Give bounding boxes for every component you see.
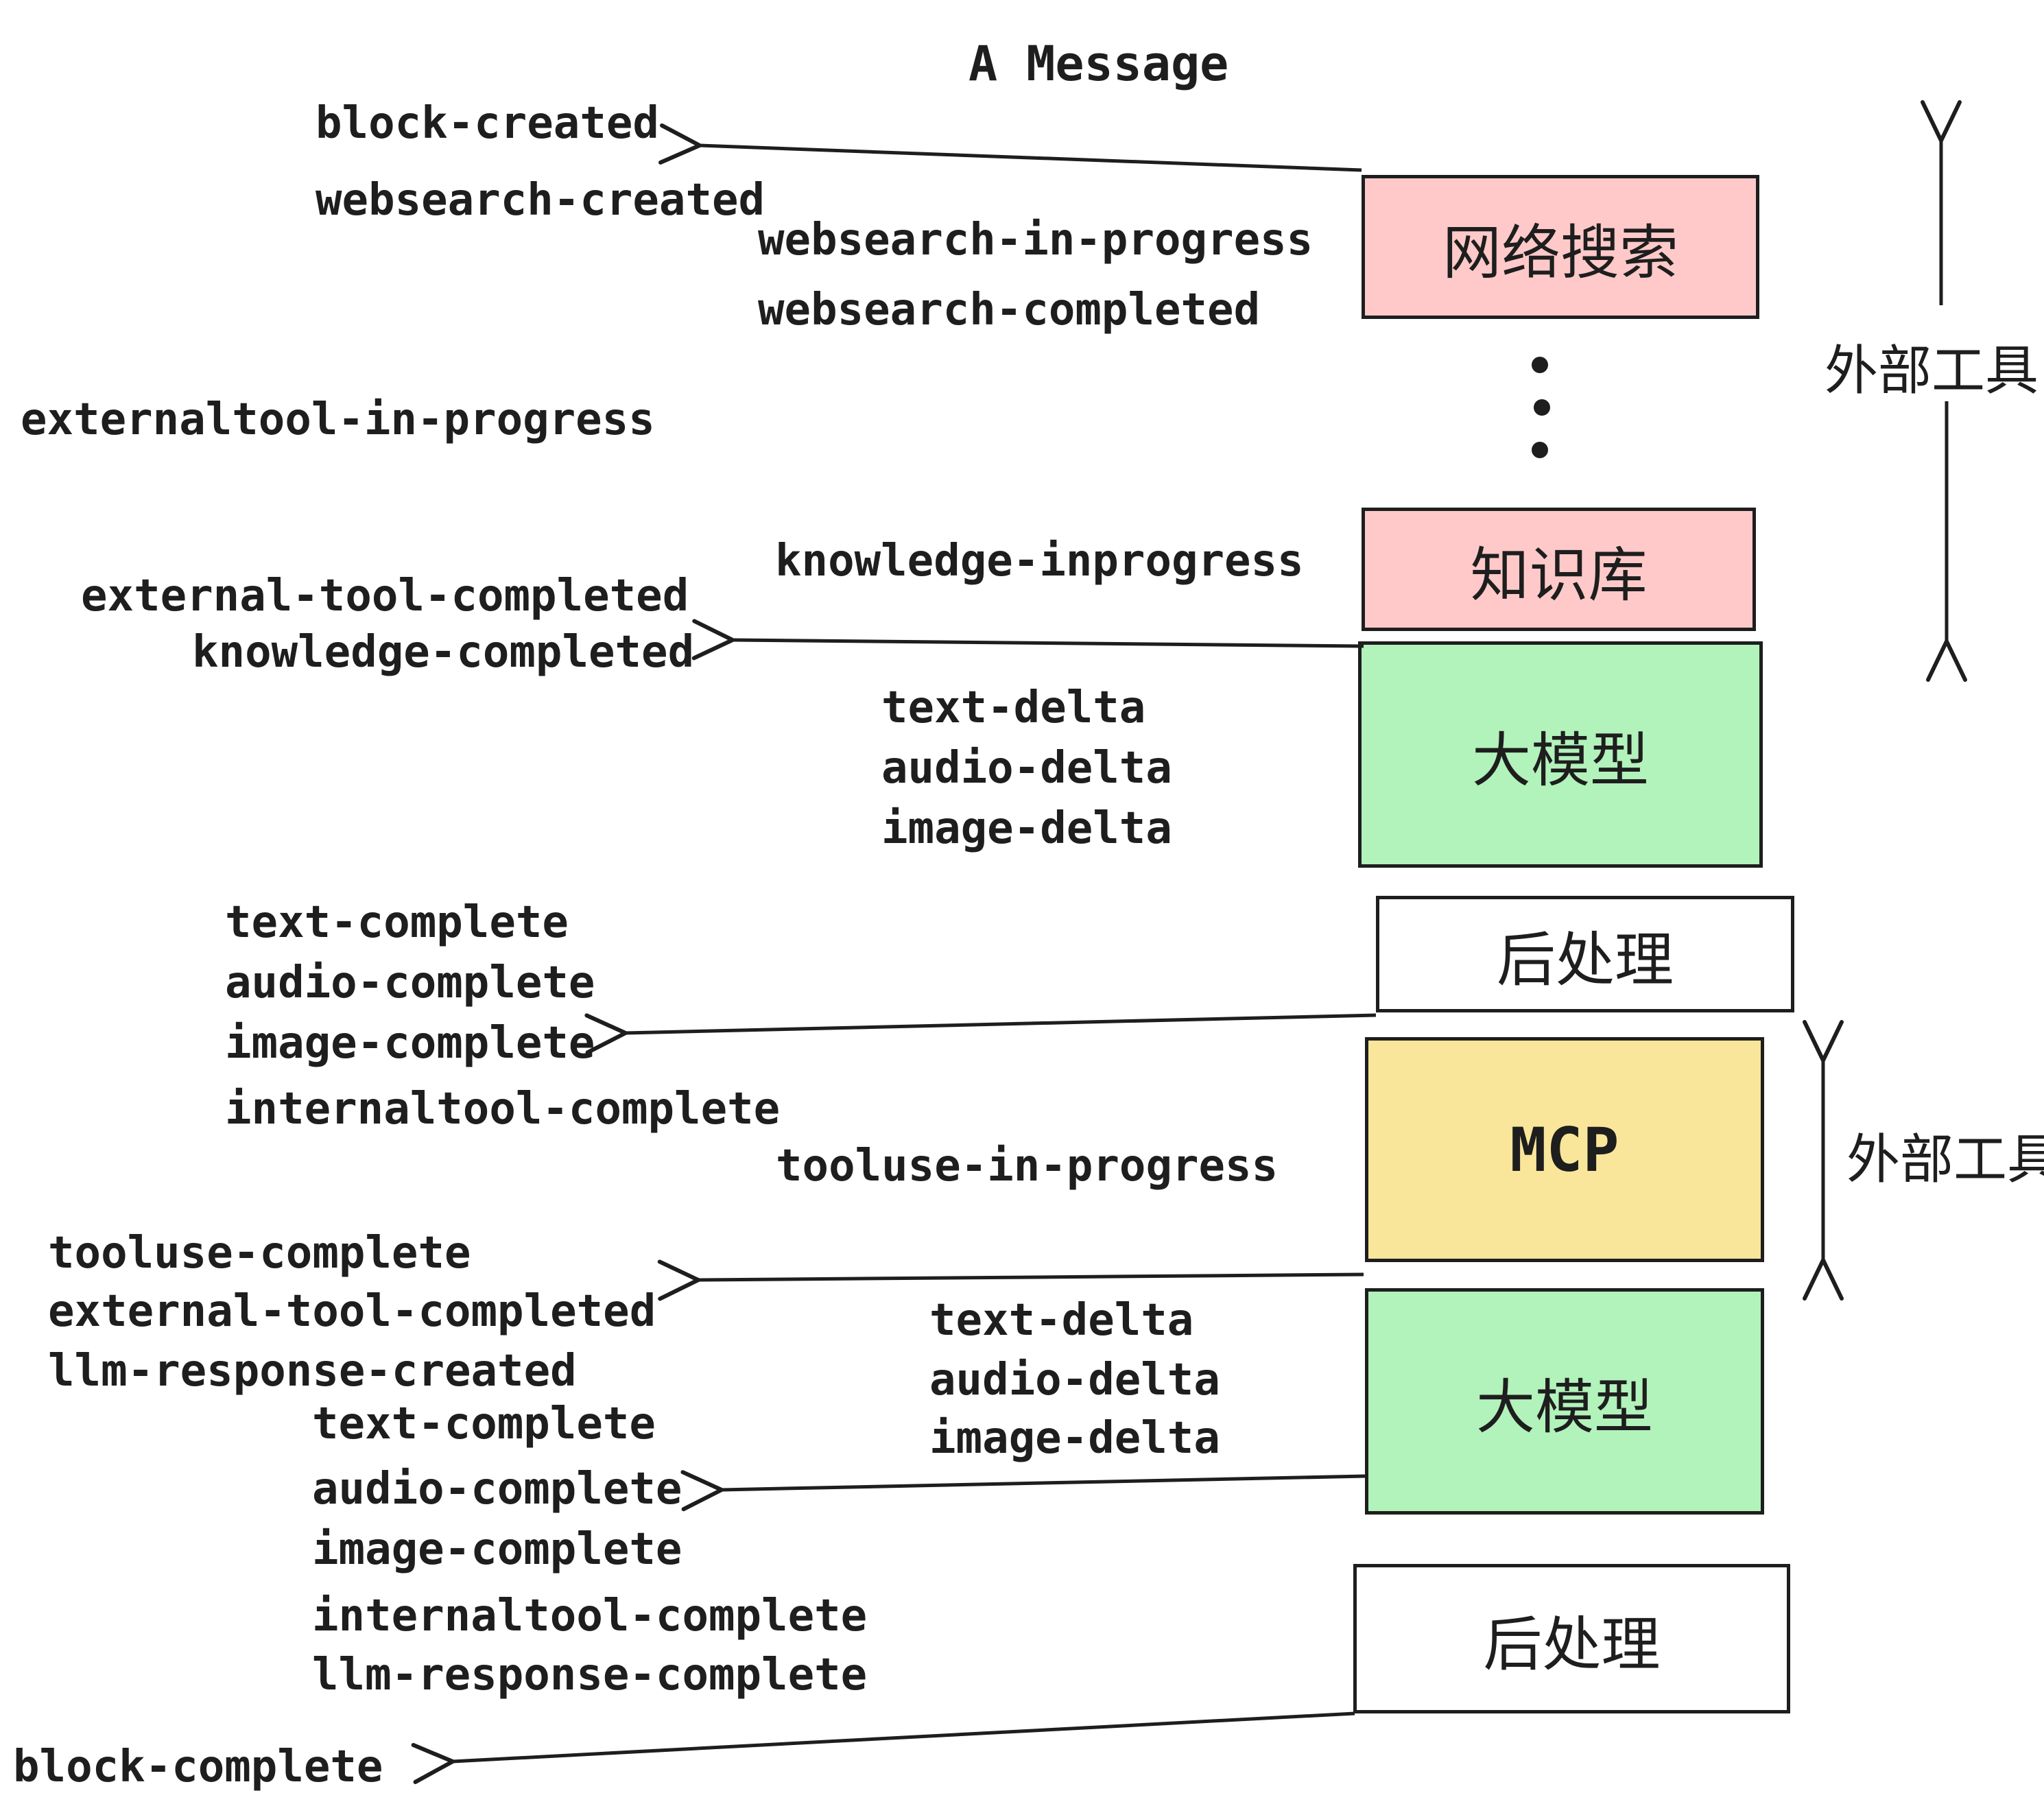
event-label-websearch-in-progress: websearch-in-progress: [758, 215, 1314, 265]
side-label-external-tools-2: 外部工具: [1846, 1129, 2044, 1189]
event-label-externaltool-in-progress: externaltool-in-progress: [21, 394, 655, 445]
arrow-to-audio-complete: [680, 1470, 1366, 1512]
box-web-search: 网络搜索: [1362, 175, 1759, 319]
event-label-tooluse-complete: tooluse-complete: [48, 1228, 471, 1279]
box-large-model-1: 大模型: [1358, 641, 1763, 868]
event-label-audio-delta: audio-delta: [881, 743, 1172, 794]
event-label-image-delta-2: image-delta: [929, 1413, 1220, 1464]
event-label-text-complete-2: text-complete: [312, 1399, 656, 1449]
event-label-websearch-created: websearch-created: [316, 175, 765, 226]
event-label-llm-response-complete: llm-response-complete: [312, 1650, 868, 1700]
box-large-model-2: 大模型: [1365, 1288, 1764, 1515]
event-label-image-delta: image-delta: [881, 803, 1172, 854]
event-label-audio-complete: audio-complete: [225, 958, 595, 1008]
page-title: A Message: [968, 36, 1229, 92]
event-label-knowledge-inprogress: knowledge-inprogress: [775, 536, 1304, 586]
box-mcp-label: MCP: [1510, 1114, 1619, 1185]
event-label-block-complete: block-complete: [13, 1742, 383, 1792]
event-label-text-delta-2: text-delta: [929, 1295, 1194, 1346]
box-web-search-label: 网络搜索: [1442, 219, 1678, 286]
box-knowledge-base: 知识库: [1362, 508, 1756, 631]
box-post-processing-1-label: 后处理: [1497, 927, 1674, 993]
event-label-image-complete: image-complete: [225, 1018, 595, 1069]
event-label-internaltool-complete-2: internaltool-complete: [312, 1591, 868, 1641]
box-large-model-1-label: 大模型: [1472, 727, 1649, 794]
box-post-processing-2-label: 后处理: [1483, 1611, 1661, 1678]
event-label-llm-response-created: llm-response-created: [48, 1346, 577, 1397]
event-label-tooluse-in-progress: tooluse-in-progress: [776, 1141, 1279, 1191]
event-label-external-tool-completed: external-tool-completed: [81, 571, 689, 621]
event-label-image-complete-2: image-complete: [312, 1524, 682, 1575]
event-label-audio-delta-2: audio-delta: [929, 1355, 1220, 1405]
arrow-to-tooluse-complete: [657, 1259, 1364, 1301]
event-label-internaltool-complete: internaltool-complete: [225, 1084, 781, 1135]
box-post-processing-1: 后处理: [1376, 896, 1794, 1012]
event-label-text-delta: text-delta: [881, 683, 1146, 733]
ellipsis-dots-icon: [1532, 357, 1550, 458]
box-post-processing-2: 后处理: [1353, 1564, 1790, 1713]
event-label-knowledge-completed: knowledge-completed: [192, 627, 695, 678]
event-label-audio-complete-2: audio-complete: [312, 1464, 682, 1515]
event-label-block-created: block-created: [316, 98, 659, 149]
arrow-to-block-complete: [411, 1711, 1355, 1784]
box-large-model-2-label: 大模型: [1476, 1374, 1653, 1440]
arrow-to-knowledge-completed: [691, 619, 1364, 661]
arrow-to-block-created: [658, 123, 1362, 172]
event-label-text-complete: text-complete: [225, 897, 569, 948]
arrow-to-image-complete: [584, 1013, 1377, 1055]
box-mcp: MCP: [1365, 1037, 1764, 1262]
event-label-external-tool-completed-2: external-tool-completed: [48, 1286, 656, 1337]
event-label-websearch-completed: websearch-completed: [758, 285, 1261, 335]
box-knowledge-base-label: 知识库: [1470, 542, 1648, 608]
side-label-external-tools-1: 外部工具: [1825, 340, 2039, 401]
